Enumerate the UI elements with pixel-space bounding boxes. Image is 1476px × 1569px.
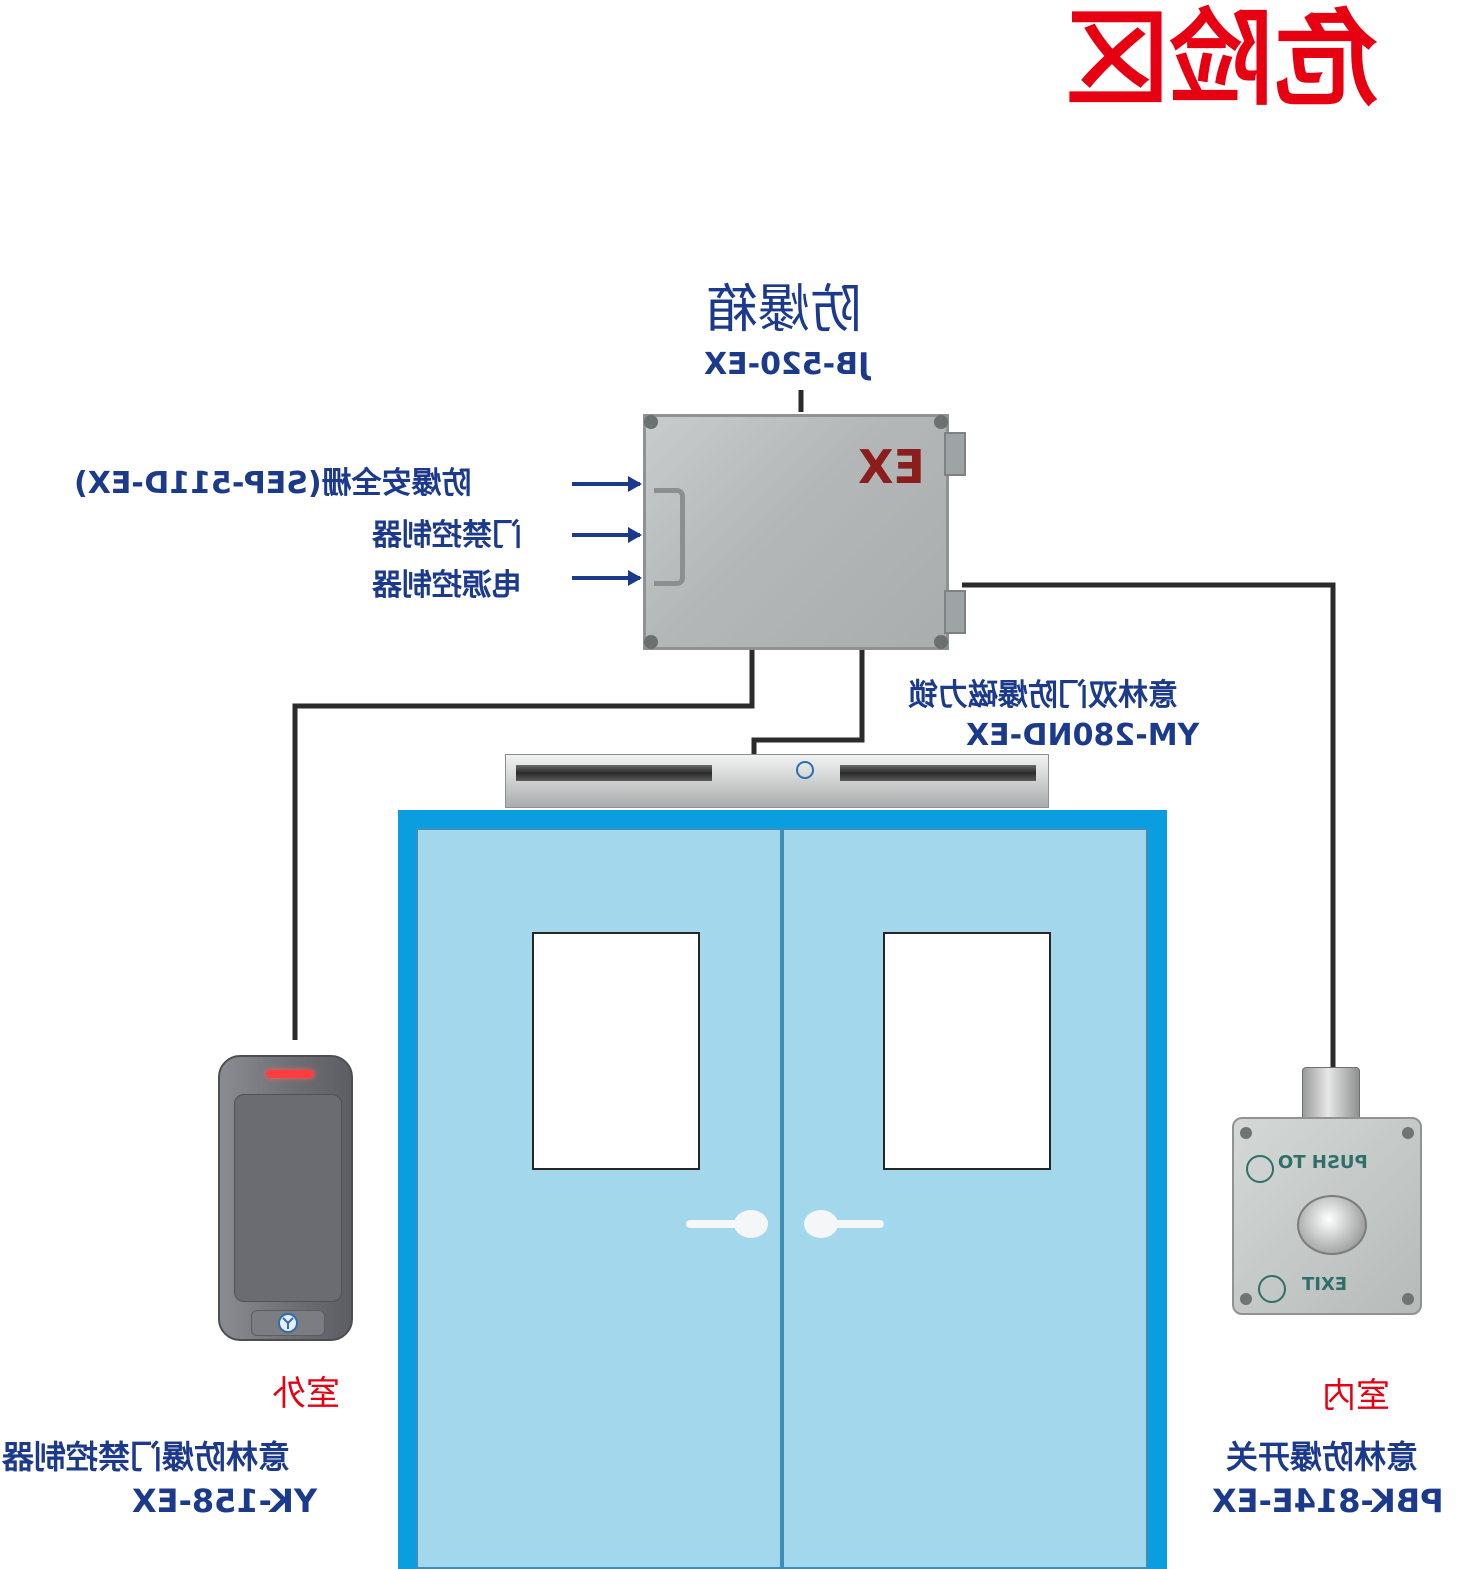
explosion-proof-enclosure: EX [643,414,949,650]
danger-zone-title: 危险区 [1066,0,1379,120]
y-logo-icon [278,1313,298,1333]
ex-badge: EX [858,440,925,494]
door-window-right [883,932,1051,1170]
switch-top-text: PUSH TO [1278,1152,1368,1173]
enclosure-model: JB-520-EX [704,347,870,382]
reader-location: 室外 [272,1374,340,1414]
door-knob-left [734,1210,768,1238]
y-logo-icon [1258,1275,1286,1303]
content-label-access-controller: 门禁控制器 [372,518,522,553]
door-window-left [532,932,700,1170]
switch-model: PBK-814E-EX [1212,1482,1444,1520]
content-arrow [572,476,642,492]
door-knob-right [804,1210,838,1238]
double-door-magnetic-lock [505,754,1049,808]
door-lever-right [824,1220,884,1228]
reader-model: YK-158-EX [132,1482,318,1520]
door-lever-left [686,1220,746,1228]
card-reader-logo-icon [251,1310,325,1336]
lock-name: 意林双门防爆磁力锁 [908,678,1178,713]
lock-cable [751,650,865,754]
exit-push-button [1297,1195,1367,1255]
content-arrow [572,527,642,543]
enclosure-hinge [944,590,966,634]
switch-name: 意林防爆开关 [1226,1438,1419,1476]
card-reader-led-icon [266,1070,314,1078]
enclosure-hinge [944,432,966,476]
enclosure-name: 防爆箱 [706,280,863,340]
content-label-power-controller: 电源控制器 [372,568,522,603]
cable-gland [1302,1067,1360,1121]
content-label-barrier: 防爆安全栅(SEP-511D-EX) [74,466,472,501]
card-reader-panel [234,1094,342,1302]
content-arrow [572,570,642,586]
ex-mark-icon [1246,1155,1274,1183]
lock-model: YM-280ND-EX [966,718,1200,753]
reader-name: 意林防爆门禁控制器 [2,1438,291,1476]
reader-cable [292,650,755,1040]
switch-location: 室内 [1322,1376,1390,1416]
switch-cable [962,582,1336,1067]
switch-bottom-text: EXIT [1302,1274,1348,1295]
enclosure-handle [654,488,685,586]
lock-logo-icon [796,761,814,779]
